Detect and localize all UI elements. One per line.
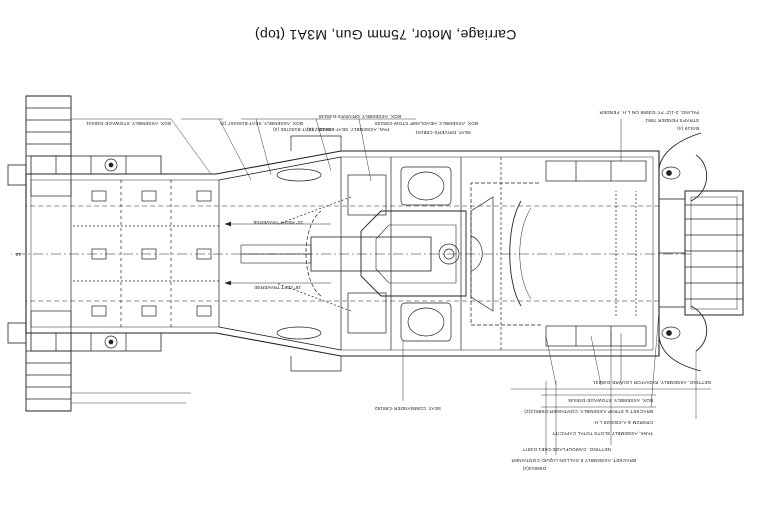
callout-c12: BRACKET & STRAP ASSEMBLY, CONTAINER-D688… bbox=[524, 409, 653, 414]
cab-interior bbox=[340, 157, 541, 350]
gun-mount bbox=[240, 168, 483, 340]
rear-body bbox=[70, 156, 342, 351]
callout-c10: B4419 (4) bbox=[677, 126, 699, 131]
rear-tracks bbox=[25, 95, 72, 412]
end-dimension-label: 12 bbox=[15, 251, 21, 257]
callout-c5: BOX, ASSEMBLY, HEADLAMP STOW-C88228 bbox=[375, 121, 478, 126]
callout-c7: SEAT, DRIVERS-C88181 bbox=[415, 130, 471, 135]
right-traverse-label: 21" RIGHT TRAVERSE bbox=[253, 219, 303, 225]
callout-c8: PALING, 2-1/2" FT.-D3588 ON L.H. FENDER bbox=[599, 110, 699, 115]
front-fenders bbox=[658, 132, 708, 372]
callout-c18: D56813(2) bbox=[522, 466, 546, 471]
callout-c6: BOX, ASSEMBLY, DRIVERS-D48448 bbox=[319, 114, 401, 119]
idler-bays bbox=[290, 135, 342, 372]
callout-c19: NETTING, ASSEMBLY, RADIATOR LOUVRE-D4843… bbox=[593, 380, 711, 385]
callout-c11: BOX, ASSEMBLY, STOWAGE-D48445 bbox=[568, 398, 653, 403]
callout-c14: TANK, ASSEMBLY SLOTS TOTAL CAPACITY bbox=[552, 431, 653, 436]
callout-c4: RACK, SEAT-B193705 (3) bbox=[273, 127, 331, 132]
callout-c13: CRSR2M & A-CB3028 L.H. bbox=[593, 420, 653, 425]
callout-c17: BRACKET, ASSEMBLY 5 GALLON LIQUID CONTAI… bbox=[511, 458, 636, 463]
callout-c2: BOX, ASSEMBLY, SEAT-B193467 (3) bbox=[220, 121, 303, 126]
callout-labels: BOX, ASSEMBLY, STOWAGE-D48441 BOX, ASSEM… bbox=[86, 110, 711, 471]
front-roller bbox=[658, 190, 744, 316]
callout-c15: SEAT, COMMANDER-C88182 bbox=[374, 406, 441, 411]
callout-c9: STRAPS FENDER 7881 bbox=[645, 118, 699, 123]
traverse-arrows bbox=[224, 221, 331, 286]
rear-stowage-boxes bbox=[7, 155, 162, 352]
left-traverse-label: 19" LEFT TRAVERSE bbox=[254, 284, 301, 290]
callout-c1: BOX, ASSEMBLY, STOWAGE-D48441 bbox=[86, 121, 171, 126]
dimension-labels: 19" LEFT TRAVERSE 21" RIGHT TRAVERSE 12 bbox=[15, 219, 303, 290]
leader-lines bbox=[25, 118, 711, 455]
callout-c3: PAN, ASSEMBLY, SEAT-B193467 (3) bbox=[307, 127, 389, 132]
hull-outline bbox=[11, 150, 691, 357]
callout-c16: NETTING, CAMOUFLAGE-D6E1 D4877 bbox=[522, 447, 611, 452]
front-side-boxes bbox=[545, 160, 647, 347]
